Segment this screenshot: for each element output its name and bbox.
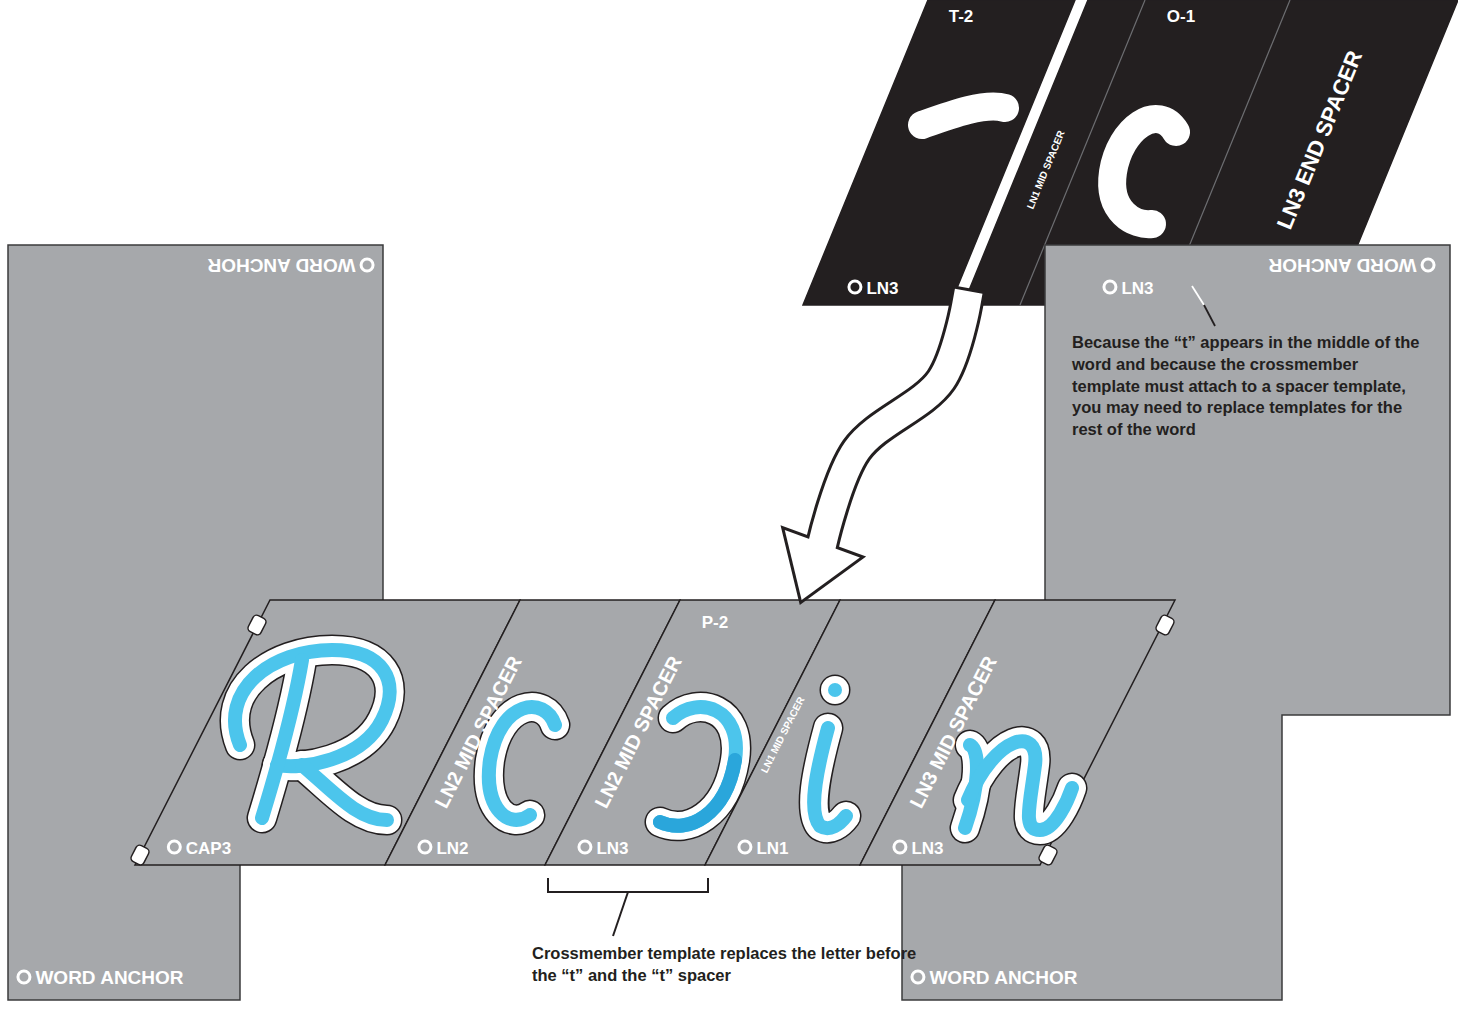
arrow-outline — [822, 305, 966, 544]
spacer-label: WORD ANCHOR — [207, 256, 374, 275]
template-code: T-2 — [949, 8, 974, 25]
template-shape — [860, 600, 1175, 865]
template-code: LN1 — [737, 840, 788, 857]
template-code: LN3 — [847, 280, 898, 297]
neon-letters — [235, 650, 1072, 830]
template-outline — [860, 600, 1175, 865]
template-code: LN2 — [417, 840, 468, 857]
template-code: WORD ANCHOR — [910, 968, 1077, 987]
bracket — [548, 878, 708, 936]
callout-note: Because the “t” appears in the middle of… — [1072, 332, 1422, 441]
leader-line — [1192, 286, 1215, 326]
template-code: LN3 — [577, 840, 628, 857]
arrow-head — [785, 530, 860, 600]
replace-arrow — [785, 305, 966, 600]
template-code: LN3 — [892, 840, 943, 857]
template-code: WORD ANCHOR — [16, 968, 183, 987]
letter-template: LN3 MID SPACERLN3 — [860, 600, 1175, 865]
template-cutout — [922, 106, 1176, 224]
template-code: P-2 — [702, 614, 728, 631]
arrow-body — [822, 305, 966, 544]
template-code: LN3 — [1102, 280, 1153, 297]
callout-note: Crossmember template replaces the letter… — [532, 943, 927, 987]
spacer-label: WORD ANCHOR — [1268, 256, 1435, 275]
template-code: CAP3 — [167, 840, 231, 857]
arrow-head-outline — [785, 530, 860, 600]
template-code: O-1 — [1167, 8, 1195, 25]
connector-knob — [130, 614, 1176, 866]
